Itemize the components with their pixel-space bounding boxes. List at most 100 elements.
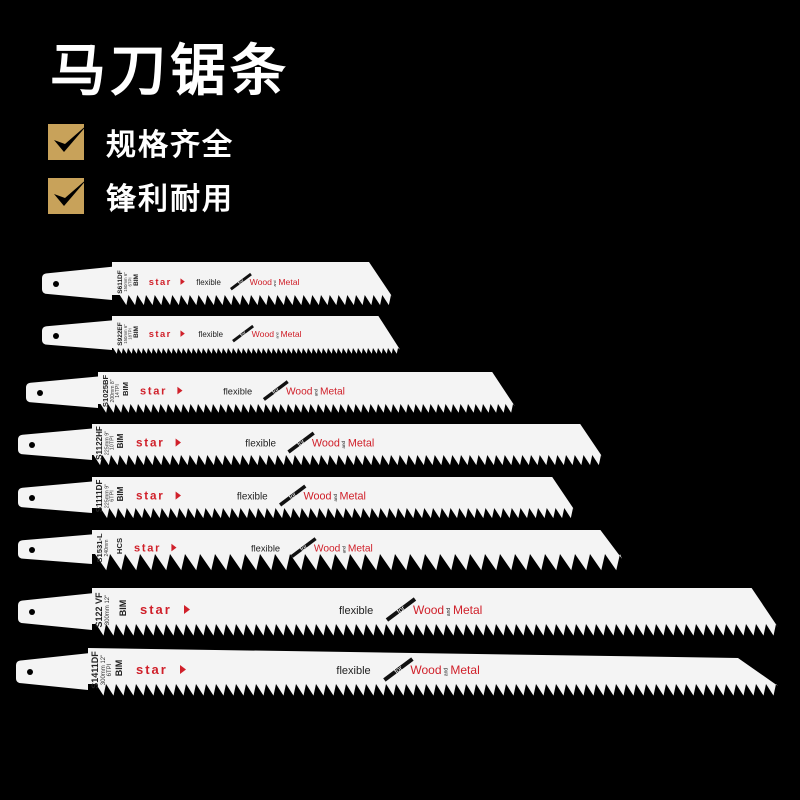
brand-arrow-icon xyxy=(175,438,181,447)
blade-tpi: 10TPI xyxy=(110,436,116,450)
checkmark-icon xyxy=(48,124,88,160)
flexible-label: flexible xyxy=(339,605,373,617)
shank-hole xyxy=(53,281,59,287)
blade-shank xyxy=(18,593,92,630)
flexible-label: flexible xyxy=(245,439,276,450)
brand-logo: star xyxy=(136,437,165,450)
blade-shank xyxy=(42,266,112,300)
wood-label: Wood xyxy=(314,543,341,554)
wood-label: Wood xyxy=(252,329,275,339)
metal-label: Metal xyxy=(348,438,374,450)
blade-shank xyxy=(26,376,98,408)
metal-label: Metal xyxy=(453,603,482,617)
for-label: for xyxy=(300,544,309,553)
blade-material: BIM xyxy=(121,382,130,396)
and-label: and xyxy=(273,280,277,286)
blade-body xyxy=(92,588,778,636)
shank-hole xyxy=(27,669,33,675)
for-label: for xyxy=(393,665,404,676)
blade-size: 225mm 9" xyxy=(104,484,110,508)
brand-arrow-icon xyxy=(171,543,177,552)
blade-shank xyxy=(18,534,92,564)
brand-arrow-icon xyxy=(180,665,186,674)
flexible-label: flexible xyxy=(237,492,268,503)
shank-hole xyxy=(29,495,35,501)
metal-label: Metal xyxy=(340,491,366,503)
blade-model: S1111DF xyxy=(95,480,104,513)
blade-size: 225mm 9" xyxy=(104,431,110,455)
and-label: and xyxy=(333,494,338,502)
for-label: for xyxy=(296,438,306,448)
blade-model: S1025BF xyxy=(101,375,110,408)
blade-shank xyxy=(16,653,88,690)
blade-body xyxy=(92,477,575,519)
feature-item: 锋利耐用 xyxy=(48,176,234,217)
shank-hole xyxy=(37,390,43,396)
blade-body xyxy=(112,316,400,354)
blade-body xyxy=(112,262,393,306)
for-label: for xyxy=(288,491,298,501)
brand-logo: star xyxy=(149,329,172,339)
blade-body xyxy=(88,648,778,696)
for-label: for xyxy=(237,278,246,287)
wood-label: Wood xyxy=(413,603,444,617)
blade-size: 300mm 12" xyxy=(105,595,111,625)
blade-tpi: 6TPI xyxy=(127,277,132,286)
brand-logo: star xyxy=(136,490,165,503)
blade-size: 240mm xyxy=(104,540,110,557)
brand-logo: star xyxy=(134,542,161,554)
and-label: and xyxy=(443,668,449,677)
and-label: and xyxy=(275,332,279,338)
brand-arrow-icon xyxy=(180,330,185,337)
brand-arrow-icon xyxy=(175,491,181,500)
blade-tpi: 14TPI xyxy=(115,384,121,398)
slash-mark xyxy=(287,431,315,454)
blade-model: S611DF xyxy=(117,270,124,293)
and-label: and xyxy=(341,441,346,449)
wood-label: Wood xyxy=(286,386,313,397)
blade-material: BIM xyxy=(133,326,140,338)
flexible-label: flexible xyxy=(198,330,223,339)
slash-mark xyxy=(229,272,252,291)
brand-logo: star xyxy=(140,385,167,397)
wood-label: Wood xyxy=(410,663,441,677)
wood-label: Wood xyxy=(304,491,332,503)
blade-shank xyxy=(18,428,92,460)
product-title: 马刀锯条 xyxy=(50,39,290,104)
blade-material: BIM xyxy=(116,486,125,501)
and-label: and xyxy=(341,546,346,554)
blade-model: S1531-L xyxy=(95,533,104,563)
blade-tpi: 6TPI xyxy=(110,490,116,501)
brand-arrow-icon xyxy=(180,278,185,285)
blade-material: BIM xyxy=(118,600,128,617)
brand-logo: star xyxy=(149,277,172,287)
brand-arrow-icon xyxy=(177,386,183,395)
blade-material: BIM xyxy=(133,274,140,286)
slash-mark xyxy=(385,597,417,622)
blade-model: S1411DF xyxy=(90,651,100,689)
blade-size: 200mm 8" xyxy=(110,379,116,402)
blade-body xyxy=(92,530,622,571)
for-label: for xyxy=(272,387,281,396)
metal-label: Metal xyxy=(278,277,299,287)
metal-label: Metal xyxy=(348,543,373,554)
shank-hole xyxy=(29,547,35,553)
shank-hole xyxy=(29,609,35,615)
brand-arrow-icon xyxy=(184,605,190,614)
blade-size: 150mm 6" xyxy=(123,272,128,292)
wood-label: Wood xyxy=(312,438,340,450)
slash-mark xyxy=(290,537,317,558)
blade-tpi: 18TPI xyxy=(127,328,132,340)
